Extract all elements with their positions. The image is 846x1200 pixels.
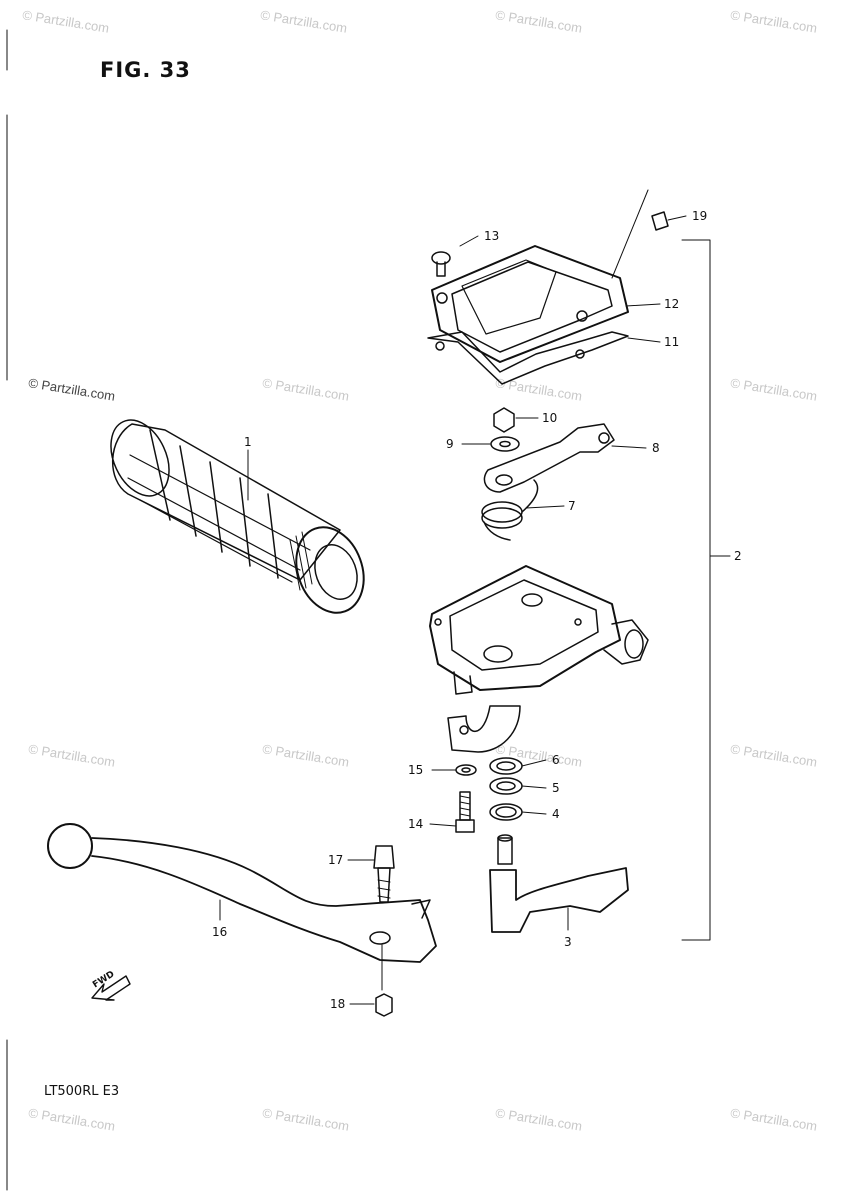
housing-part[interactable] bbox=[429, 565, 649, 695]
screw-part[interactable] bbox=[431, 251, 451, 277]
cover-part[interactable] bbox=[431, 245, 629, 363]
pivot-bolt-part[interactable] bbox=[373, 845, 395, 903]
clamp-part[interactable] bbox=[447, 705, 521, 753]
washer-part[interactable] bbox=[490, 436, 520, 452]
callout-10: 10 bbox=[542, 411, 557, 425]
callout-labels: 1 2 3 4 5 6 7 8 9 10 11 12 13 14 15 16 1… bbox=[212, 209, 742, 1011]
callout-15: 15 bbox=[408, 763, 423, 777]
callout-6: 6 bbox=[552, 753, 560, 767]
throttle-plate-part[interactable] bbox=[483, 423, 615, 493]
seal-part[interactable] bbox=[489, 757, 523, 775]
callout-11: 11 bbox=[664, 335, 679, 349]
callout-5: 5 bbox=[552, 781, 560, 795]
washer-5-part[interactable] bbox=[489, 777, 523, 795]
callout-3: 3 bbox=[564, 935, 572, 949]
callout-19: 19 bbox=[692, 209, 707, 223]
nut-18-part[interactable] bbox=[375, 993, 393, 1017]
lever-arm-part[interactable] bbox=[489, 834, 629, 933]
nut-part[interactable] bbox=[493, 407, 515, 433]
callout-7: 7 bbox=[568, 499, 576, 513]
callout-4: 4 bbox=[552, 807, 560, 821]
grip-part[interactable] bbox=[100, 411, 376, 623]
spring-part[interactable] bbox=[481, 479, 539, 541]
callout-14: 14 bbox=[408, 817, 423, 831]
callout-9: 9 bbox=[446, 437, 454, 451]
model-code: LT500RL E3 bbox=[44, 1084, 120, 1099]
callout-18: 18 bbox=[330, 997, 345, 1011]
callout-16: 16 bbox=[212, 925, 227, 939]
leader-lines bbox=[219, 189, 731, 1005]
o-ring-part[interactable] bbox=[489, 803, 523, 821]
brake-lever-part[interactable] bbox=[47, 823, 437, 963]
fwd-arrow-icon bbox=[91, 975, 131, 1001]
cap-part[interactable] bbox=[651, 211, 669, 231]
gasket-part[interactable] bbox=[427, 331, 629, 385]
callout-8: 8 bbox=[652, 441, 660, 455]
callout-13: 13 bbox=[484, 229, 499, 243]
callout-12: 12 bbox=[664, 297, 679, 311]
bolt-14-part[interactable] bbox=[455, 791, 475, 833]
figure-title: FIG. 33 bbox=[100, 58, 191, 82]
callout-2: 2 bbox=[734, 549, 742, 563]
washer-15-part[interactable] bbox=[455, 764, 477, 776]
callout-17: 17 bbox=[328, 853, 343, 867]
callout-1: 1 bbox=[244, 435, 252, 449]
